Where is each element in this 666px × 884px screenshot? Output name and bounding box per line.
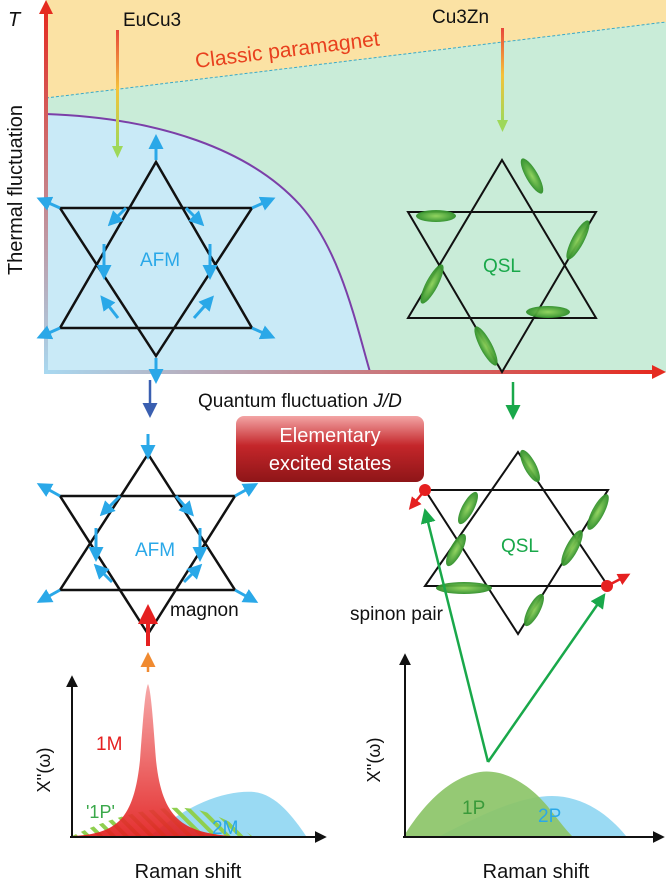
crossover-line bbox=[45, 21, 666, 99]
spectrum-left: X''(ω) Raman shift 1M '1P' 2M bbox=[34, 652, 327, 883]
afm-label-top: AFM bbox=[140, 250, 180, 271]
peak-1m bbox=[72, 684, 230, 836]
qsl-spin-singlets-top bbox=[416, 158, 590, 366]
right-y-label: X''(ω) bbox=[364, 738, 384, 783]
afm-spin-arrows-top bbox=[36, 134, 276, 384]
magnon-label: magnon bbox=[170, 600, 239, 621]
material-cu3zn: Cu3Zn bbox=[432, 7, 489, 28]
right-x-label: Raman shift bbox=[483, 861, 590, 883]
probe-arrowhead-cu3zn bbox=[497, 120, 508, 132]
banner-line-1: Elementary bbox=[279, 425, 380, 447]
phase-diagram: T Thermal fluctuation Classic paramagnet… bbox=[5, 0, 666, 412]
afm-kagome-star-top bbox=[57, 159, 255, 359]
label-1p: 1P bbox=[462, 798, 485, 819]
label-2m: 2M bbox=[212, 818, 238, 839]
material-eucu3: EuCu3 bbox=[123, 10, 181, 31]
qsl-spin-singlets-bottom bbox=[436, 449, 609, 627]
afm-region bbox=[46, 114, 370, 372]
label-2p: 2P bbox=[538, 806, 561, 827]
y-axis-arrowhead bbox=[39, 0, 53, 14]
spinon-pair-label: spinon pair bbox=[350, 604, 444, 625]
probe-arrow-eucu3 bbox=[116, 30, 119, 148]
x-axis-arrowhead bbox=[652, 365, 666, 379]
label-1p-prime: '1P' bbox=[86, 802, 115, 822]
probe-arrow-cu3zn bbox=[501, 28, 504, 122]
afm-label-bottom: AFM bbox=[135, 540, 175, 561]
peak-1p bbox=[404, 771, 572, 836]
banner-line-2: excited states bbox=[269, 453, 391, 475]
y-axis bbox=[44, 10, 48, 374]
probe-arrowhead-eucu3 bbox=[112, 146, 123, 158]
phase-boundary bbox=[45, 113, 371, 373]
qsl-label-top: QSL bbox=[483, 256, 521, 277]
excited-states: Elementary excited states AFM magnon bbox=[36, 380, 631, 646]
spinon-left-arrow bbox=[408, 489, 426, 510]
left-y-label: X''(ω) bbox=[34, 748, 54, 793]
spectrum-right: X''(ω) Raman shift 1P 2P bbox=[364, 508, 665, 883]
paramagnet-region bbox=[46, 0, 666, 98]
label-1m: 1M bbox=[96, 734, 122, 755]
x-axis-label: Quantum fluctuation J/D bbox=[198, 391, 402, 412]
temperature-symbol: T bbox=[8, 9, 22, 31]
left-x-label: Raman shift bbox=[135, 861, 242, 883]
afm-spin-arrows-bottom bbox=[36, 434, 259, 603]
spinon-right-arrow bbox=[606, 573, 631, 588]
y-axis-label: Thermal fluctuation bbox=[5, 105, 27, 275]
spinon-continuum-arrows bbox=[420, 508, 606, 763]
qsl-kagome-star-top bbox=[406, 158, 598, 374]
excited-states-banner bbox=[236, 416, 424, 482]
x-axis bbox=[46, 370, 652, 374]
qsl-label-bottom: QSL bbox=[501, 536, 539, 557]
